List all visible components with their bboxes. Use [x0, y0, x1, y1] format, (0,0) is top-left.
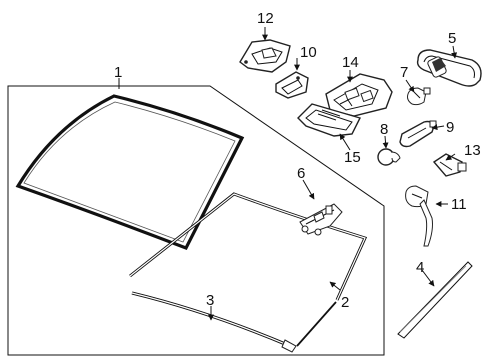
callout-10: 10: [300, 44, 317, 61]
tray-15: [297, 103, 362, 137]
rearview-mirror: [416, 49, 482, 87]
callout-4: 4: [416, 259, 424, 276]
callout-8: 8: [380, 121, 388, 138]
side-molding: [397, 261, 473, 339]
grommet-8: [377, 148, 401, 166]
reveal-molding: [129, 192, 368, 347]
callout-5: 5: [448, 30, 456, 47]
windshield-glass: [15, 94, 245, 251]
callout-7: 7: [400, 64, 408, 81]
callout-14: 14: [342, 54, 359, 71]
callout-1: 1: [114, 64, 122, 81]
clip-7: [407, 87, 431, 106]
harness-11: [405, 185, 433, 247]
bracket-10: [275, 71, 309, 99]
module-housing-14: [325, 73, 393, 117]
callout-11: 11: [451, 196, 467, 213]
sensor-bracket: [299, 203, 343, 236]
mount-12: [239, 39, 291, 73]
callout-3: 3: [206, 292, 214, 309]
callout-12: 12: [257, 10, 274, 27]
callout-15: 15: [344, 149, 361, 166]
callout-9: 9: [446, 119, 454, 136]
callout-6: 6: [297, 165, 305, 182]
cover-9: [399, 120, 437, 148]
callout-labels: 1 2 3 4 5 6 7 8 9 10 11 12 13 14 15: [114, 10, 481, 311]
leader-lines: [118, 27, 458, 321]
callout-2: 2: [341, 294, 349, 311]
assembly-outline-box: [7, 85, 385, 356]
clip-13: [432, 153, 467, 177]
callout-13: 13: [464, 142, 481, 159]
